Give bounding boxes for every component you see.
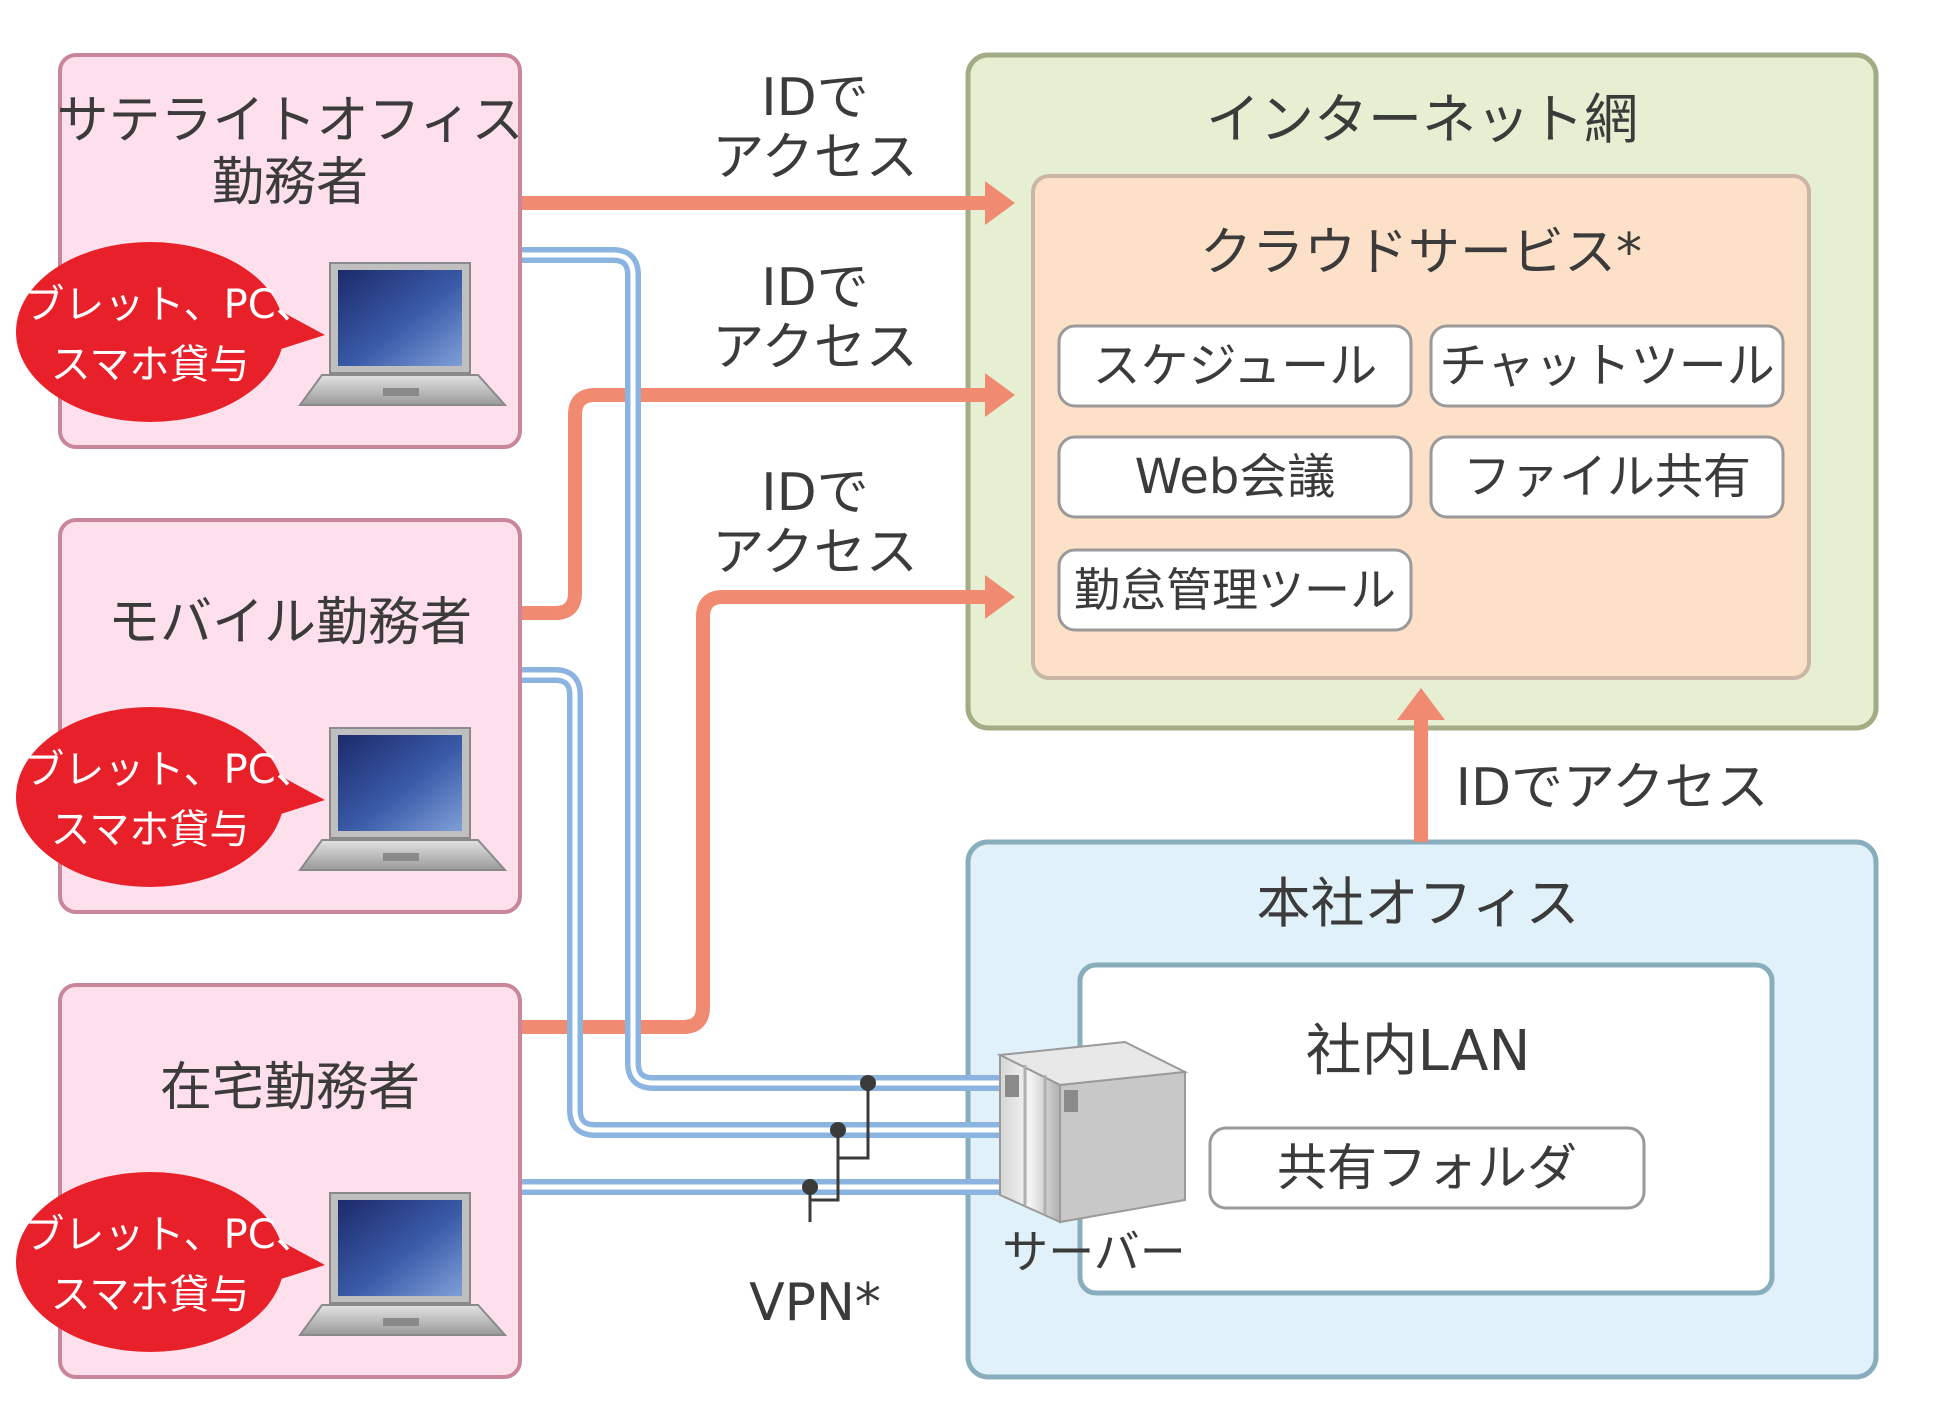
tool-label: スケジュール <box>1093 338 1378 394</box>
hq-title: 本社オフィス <box>1257 872 1580 935</box>
arrow-head <box>985 181 1015 225</box>
worker-name: モバイル勤務者 <box>108 593 472 653</box>
vpn-line <box>522 667 1010 1138</box>
vpn-markers: VPN* <box>749 1075 881 1333</box>
cloud-title: クラウドサービス* <box>1200 223 1642 283</box>
bubble-text-line2: スマホ貸与 <box>51 807 250 853</box>
tool-chat: チャットツール <box>1429 324 1785 408</box>
access-arrow <box>522 388 985 620</box>
access-label-line1: IDで <box>761 463 868 523</box>
tool-label: ファイル共有 <box>1463 449 1751 505</box>
vpn-line <box>522 247 1010 1091</box>
arrow-head <box>985 373 1015 417</box>
tool-file-share: ファイル共有 <box>1429 435 1785 519</box>
bubble-text: タブレット、PC、 <box>0 747 316 793</box>
laptop-icon <box>298 727 508 871</box>
worker-name: 在宅勤務者 <box>160 1058 420 1118</box>
shared-folder: 共有フォルダ <box>1208 1126 1646 1210</box>
tool-attendance: 勤怠管理ツール <box>1057 548 1413 632</box>
arrow-heads <box>985 181 1445 720</box>
access-label: IDで アクセス <box>712 68 917 188</box>
arrow-head <box>1397 688 1445 720</box>
bubble-text: タブレット、PC、 <box>0 282 316 328</box>
lan-title: 社内LAN <box>1306 1019 1531 1084</box>
access-label: IDで アクセス <box>712 258 917 378</box>
cloud-service-box: クラウドサービス* スケジュール チャットツール Web会議 ファイル共有 勤怠… <box>1031 174 1811 680</box>
tool-label: 勤怠管理ツール <box>1074 563 1396 617</box>
worker-name: サテライトオフィス <box>57 91 524 151</box>
internet-title: インターネット網 <box>1206 88 1638 151</box>
bubble-text: タブレット、PC、 <box>0 1212 316 1258</box>
access-arrow <box>522 590 985 1034</box>
access-label-line2: アクセス <box>712 318 917 378</box>
device-bubble: タブレット、PC、 スマホ貸与 <box>0 707 325 887</box>
shared-folder-label: 共有フォルダ <box>1277 1139 1577 1197</box>
access-label: IDで アクセス <box>712 463 917 583</box>
tool-schedule: スケジュール <box>1057 324 1413 408</box>
access-label-line2: アクセス <box>712 523 917 583</box>
access-label-line1: IDで <box>761 68 868 128</box>
laptop-icon <box>298 1192 508 1336</box>
device-bubble: タブレット、PC、 スマホ貸与 <box>0 1172 325 1352</box>
lan-box: 社内LAN 共有フォルダ <box>1077 962 1775 1296</box>
vpn-label: VPN* <box>749 1273 881 1333</box>
access-arrows <box>522 196 1428 1034</box>
bubble-text-line2: スマホ貸与 <box>51 342 250 388</box>
device-bubble: タブレット、PC、 スマホ貸与 <box>0 242 325 422</box>
worker-name-line2: 勤務者 <box>212 153 368 213</box>
internet-box: インターネット網 クラウドサービス* スケジュール チャットツール Web会議 … <box>965 52 1879 731</box>
access-label-line2: アクセス <box>712 128 917 188</box>
hq-access-label: IDでアクセス <box>1456 758 1769 818</box>
access-label-line1: IDで <box>761 258 868 318</box>
laptop-icon <box>298 262 508 406</box>
server-label: サーバー <box>1002 1225 1186 1279</box>
arrow-head <box>985 575 1015 619</box>
tool-label: チャットツール <box>1439 338 1775 394</box>
bubble-text-line2: スマホ貸与 <box>51 1272 250 1318</box>
tool-web-meeting: Web会議 <box>1057 435 1413 519</box>
hq-office-box: 本社オフィス 社内LAN 共有フォルダ <box>965 839 1879 1380</box>
server-icon: サーバー <box>996 1040 1189 1279</box>
tool-label: Web会議 <box>1135 449 1336 505</box>
vpn-lines <box>522 247 1010 1195</box>
